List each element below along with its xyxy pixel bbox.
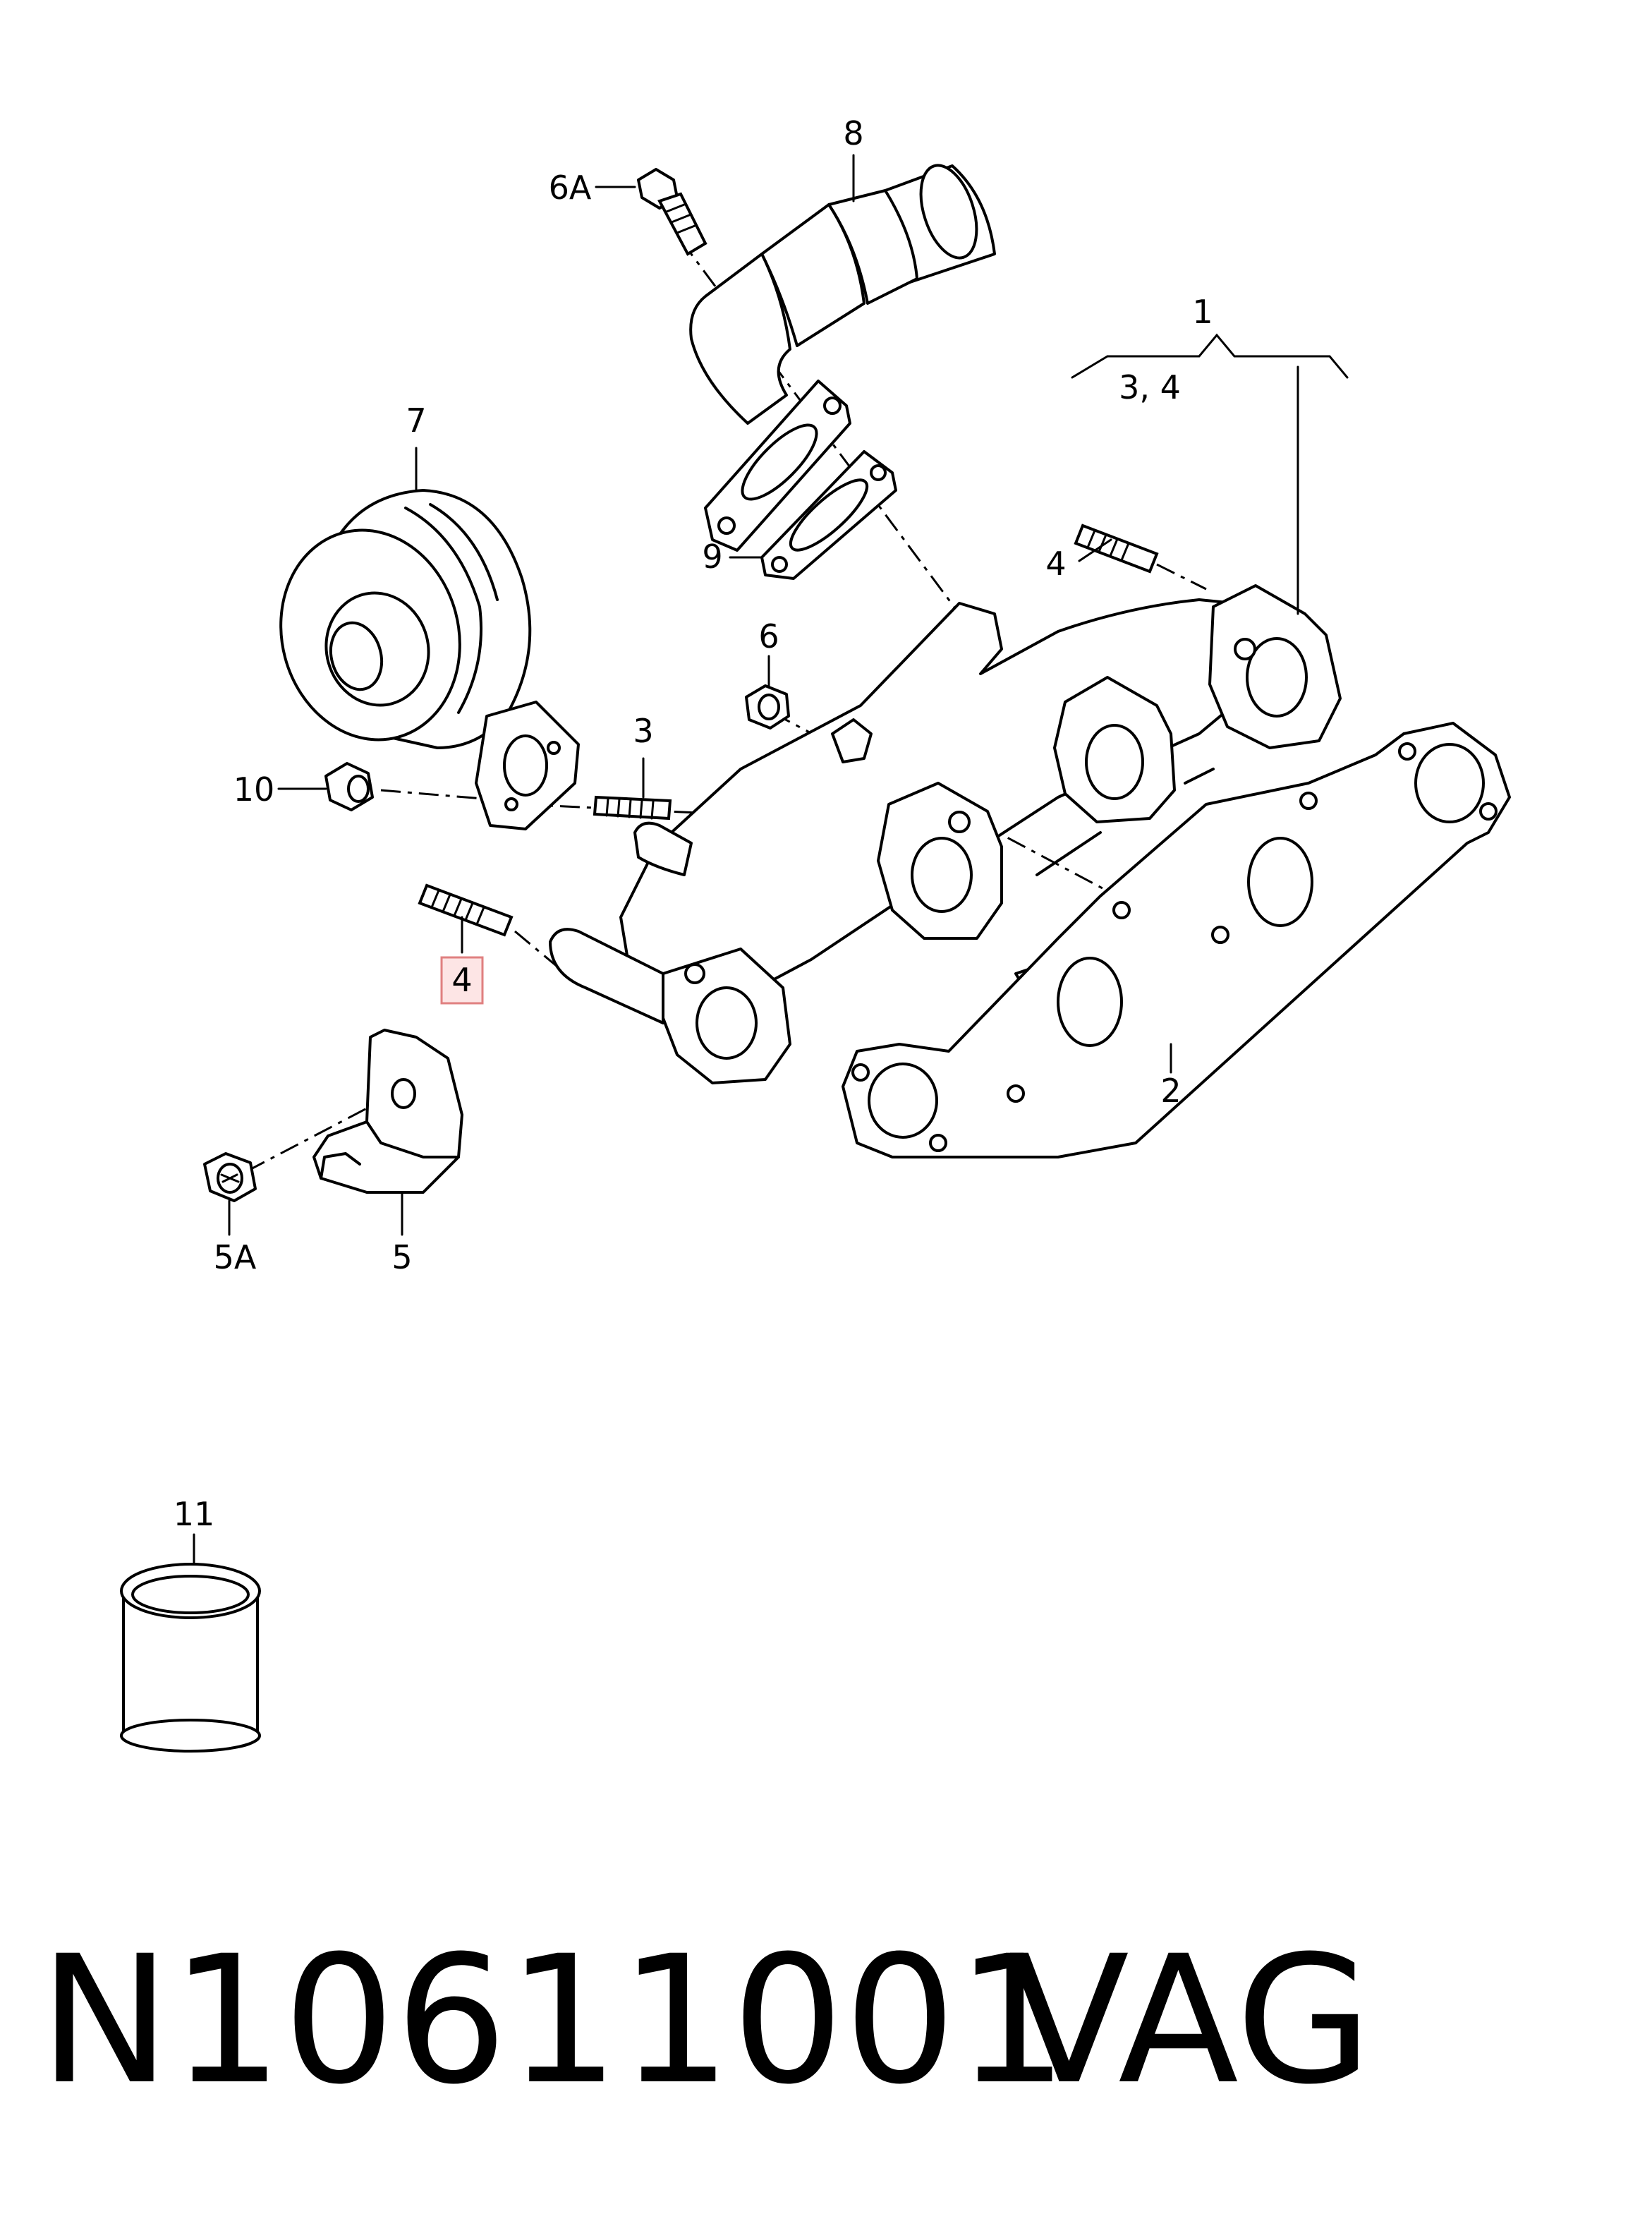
part-1-exhaust-manifold bbox=[549, 584, 1342, 1084]
part-2-manifold-gasket bbox=[842, 722, 1511, 1158]
callout-11: 11 bbox=[174, 1495, 215, 1533]
callout-1-sub: 3, 4 bbox=[1119, 368, 1181, 406]
part-6-nut bbox=[745, 684, 790, 730]
callout-3: 3 bbox=[633, 712, 653, 750]
part-10-nut bbox=[324, 762, 374, 811]
callout-4-highlight-box bbox=[440, 956, 484, 1005]
leader-lines bbox=[193, 154, 1349, 1564]
callout-5: 5 bbox=[391, 1238, 412, 1276]
part-4-stud-top bbox=[1074, 524, 1159, 574]
part-5a-nut bbox=[203, 1152, 257, 1202]
callout-9: 9 bbox=[702, 538, 722, 576]
footer: N10611001 VAG bbox=[39, 1918, 1372, 2123]
part-3-stud bbox=[593, 795, 672, 821]
part-11-sleeve bbox=[120, 1563, 261, 1753]
part-7-pulley bbox=[279, 489, 532, 749]
callout-10: 10 bbox=[233, 770, 275, 809]
callout-6a: 6A bbox=[549, 169, 592, 207]
part-8-pipe bbox=[689, 164, 996, 552]
callout-2: 2 bbox=[1160, 1072, 1181, 1110]
callout-8: 8 bbox=[843, 114, 863, 152]
part-4-stud-highlighted bbox=[418, 883, 514, 937]
part-number: N10611001 bbox=[39, 1918, 1068, 2123]
callout-7: 7 bbox=[406, 401, 426, 440]
brand-name: VAG bbox=[1009, 1918, 1372, 2123]
callout-4-top: 4 bbox=[1045, 545, 1066, 583]
part-6a-bolt bbox=[637, 168, 707, 256]
callout-6: 6 bbox=[758, 617, 779, 655]
part-5-bracket bbox=[312, 1029, 463, 1194]
callout-5a: 5A bbox=[214, 1238, 257, 1276]
callout-4-highlighted: 4 bbox=[451, 961, 472, 999]
callout-labels: 8 6A 1 3, 4 7 9 4 6 3 10 4 2 5A 5 11 bbox=[174, 114, 1213, 1533]
part-9-gasket bbox=[760, 450, 897, 580]
pulley-bracket bbox=[475, 701, 580, 830]
callout-1: 1 bbox=[1192, 293, 1213, 331]
